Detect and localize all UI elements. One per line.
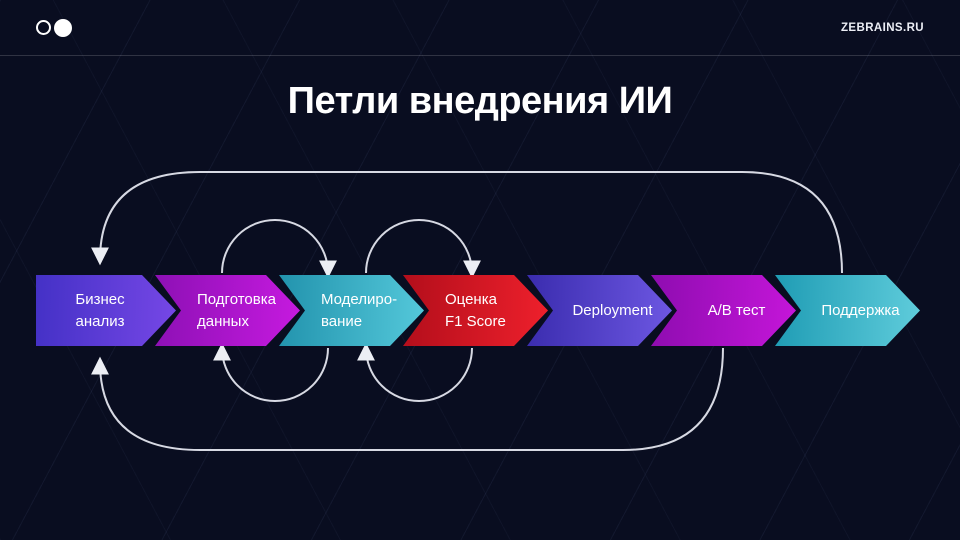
stage-business-analysis: Бизнес анализ — [36, 275, 176, 346]
loop-top-modeling-f1 — [365, 219, 481, 279]
stage-label-line: A/B тест — [707, 301, 766, 319]
stage-label-line: Поддержка — [821, 301, 900, 319]
stage-label: Deployment — [527, 275, 672, 346]
stage-ab-test: A/B тест — [651, 275, 796, 346]
stage-label: Поддержка — [775, 275, 920, 346]
stage-label-line: Подготовка — [197, 290, 276, 308]
stage-label-line: Deployment — [572, 301, 653, 319]
stage-data-preparation: Подготовка данных — [155, 275, 300, 346]
stage-support: Поддержка — [775, 275, 920, 346]
stage-label-line: Моделиро- — [321, 290, 398, 308]
stage-label: A/B тест — [651, 275, 796, 346]
site-label: ZEBRAINS.RU — [841, 21, 924, 34]
stage-label: Подготовка данных — [155, 275, 300, 346]
page-title: Петли внедрения ИИ — [287, 80, 673, 122]
slide-header: ZEBRAINS.RU — [0, 0, 960, 56]
stage-deployment: Deployment — [527, 275, 672, 346]
stage-label-line: данных — [197, 312, 249, 330]
stage-label: Оценка F1 Score — [403, 275, 548, 346]
stage-label: Моделиро- вание — [279, 275, 424, 346]
stage-label: Бизнес анализ — [36, 275, 176, 346]
stage-label-line: F1 Score — [445, 312, 506, 330]
loop-bottom-modeling-dataprep — [213, 342, 329, 402]
stage-label-line: Бизнес анализ — [75, 290, 125, 330]
stage-label-line: вание — [321, 312, 363, 330]
stage-modeling: Моделиро- вание — [279, 275, 424, 346]
stage-label-line: Оценка — [445, 290, 497, 308]
loop-outer-top-support-to-business — [91, 171, 843, 274]
loop-bottom-f1-modeling — [357, 342, 473, 402]
stage-f1-evaluation: Оценка F1 Score — [403, 275, 548, 346]
circle-outline-icon — [36, 20, 51, 35]
stage-chevron-shape — [36, 275, 176, 346]
circle-filled-icon — [54, 18, 72, 37]
loop-outer-bottom-abtest-to-business — [91, 347, 724, 451]
brand-logo — [36, 18, 72, 37]
loop-top-dataprep-modeling — [221, 219, 337, 279]
